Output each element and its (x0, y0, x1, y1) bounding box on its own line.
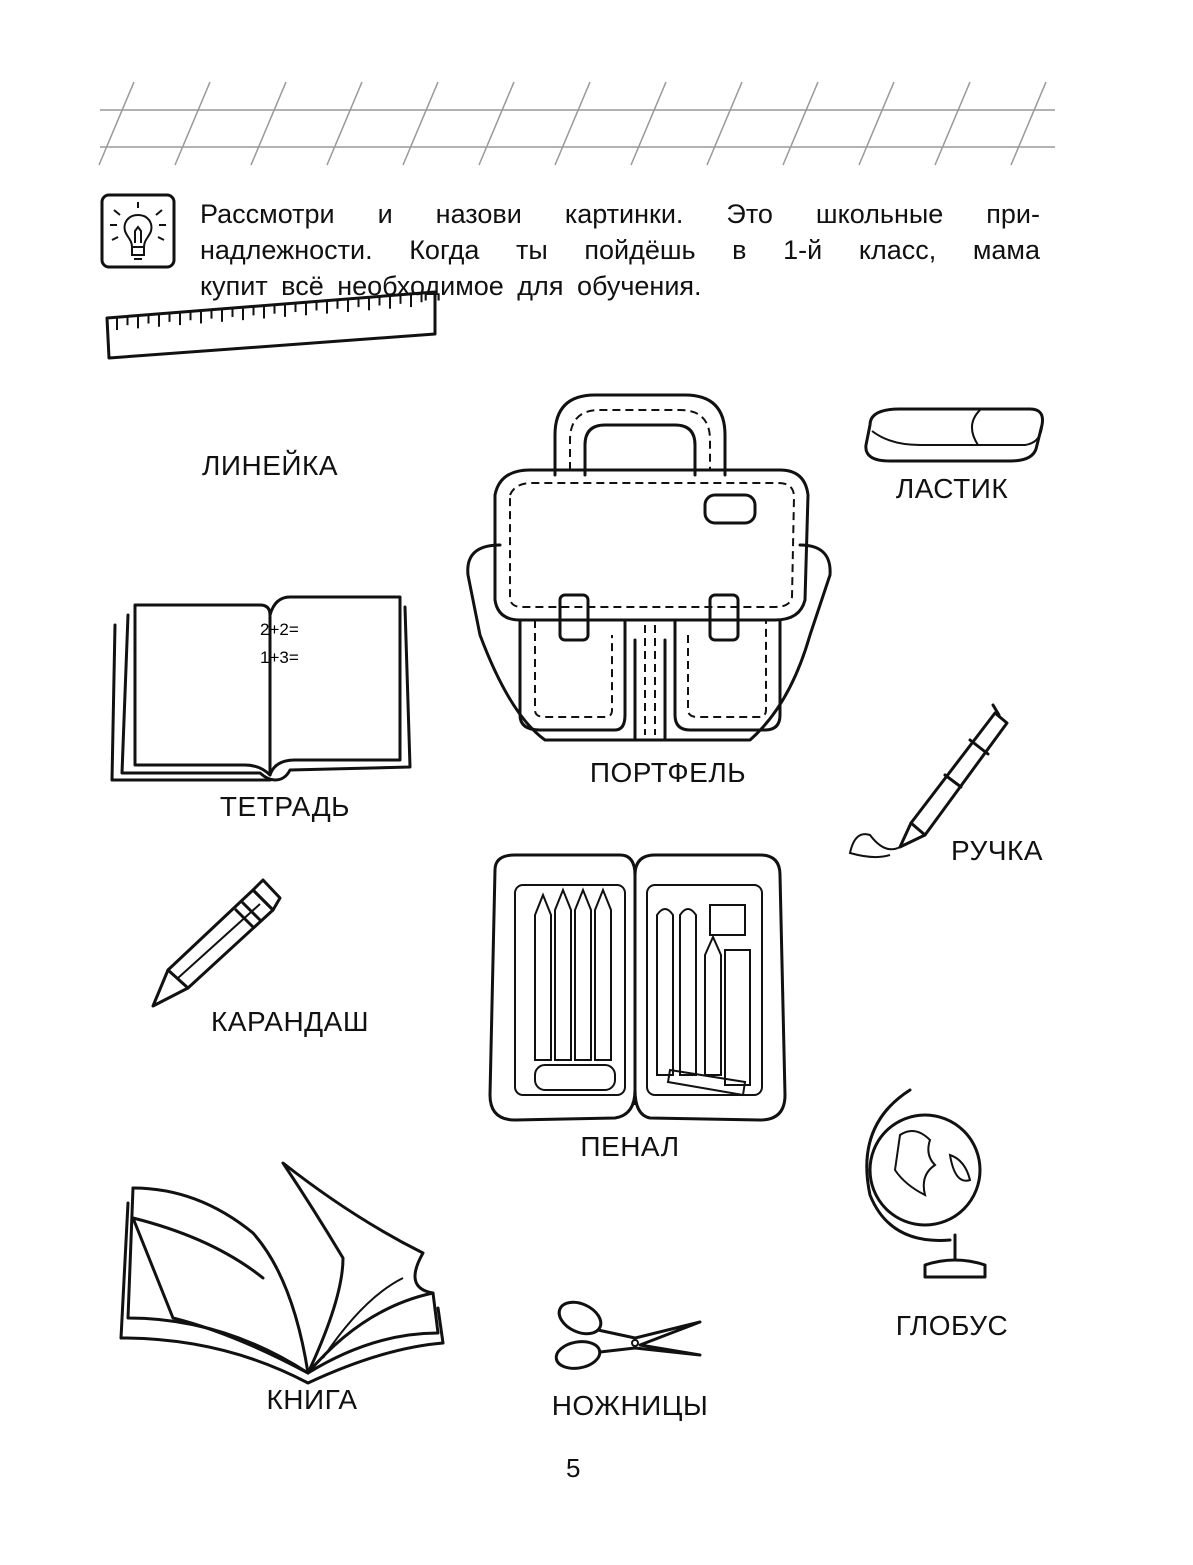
guide-slash (402, 81, 439, 166)
notebook-equation: 2+2= (260, 620, 299, 639)
label-pencil: КАРАНДАШ (211, 1006, 369, 1037)
pen-illustration (848, 703, 1009, 859)
label-pen: РУЧКА (951, 835, 1043, 866)
notebook-illustration: 2+2= 1+3= (110, 595, 412, 782)
guide-slash (554, 81, 591, 166)
label-globe: ГЛОБУС (895, 1310, 1009, 1341)
label-ruler: ЛИНЕЙКА (201, 450, 339, 481)
guide-slash (630, 81, 667, 166)
label-notebook: ТЕТРАДЬ (219, 791, 351, 822)
handwriting-guide-lines (98, 81, 1055, 166)
pencil-illustration (151, 878, 282, 1008)
label-pencil-case: ПЕНАЛ (580, 1131, 680, 1162)
guide-slash (250, 81, 287, 166)
book-illustration (119, 1161, 445, 1385)
pencil-case-illustration (488, 853, 787, 1122)
guide-slash (98, 81, 135, 166)
page-number: 5 (566, 1453, 581, 1483)
guide-slash (706, 81, 743, 166)
guide-slash (1010, 81, 1047, 166)
instruction-line: купит всё необходимое для обучения. (200, 271, 702, 301)
instruction-line: Рассмотри и назови картинки. Это школьны… (200, 199, 1040, 229)
notebook-equation: 1+3= (260, 648, 299, 667)
eraser-illustration (864, 407, 1044, 463)
label-scissors: НОЖНИЦЫ (551, 1390, 709, 1421)
instruction-line: надлежности. Когда ты пойдёшь в 1-й клас… (200, 235, 1040, 265)
label-book: КНИГА (266, 1384, 358, 1415)
guide-slash (858, 81, 895, 166)
guide-slash (934, 81, 971, 166)
ruler-illustration (105, 290, 437, 360)
label-eraser: ЛАСТИК (895, 473, 1009, 504)
guide-slash (326, 81, 363, 166)
guide-slash (782, 81, 819, 166)
label-schoolbag: ПОРТФЕЛЬ (589, 757, 747, 788)
scissors-illustration (554, 1300, 702, 1370)
lightbulb-icon (100, 193, 176, 269)
schoolbag-illustration (466, 393, 832, 742)
guide-slash (478, 81, 515, 166)
guide-slash (174, 81, 211, 166)
globe-illustration (865, 1088, 987, 1279)
